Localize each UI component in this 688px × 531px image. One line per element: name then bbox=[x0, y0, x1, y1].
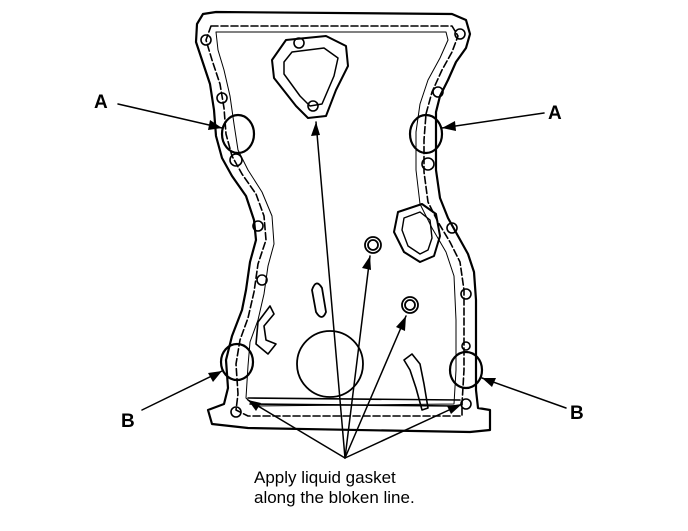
callout-label-b-left: B bbox=[121, 411, 135, 432]
gasket-groove-line bbox=[205, 25, 465, 417]
o-rings bbox=[364, 236, 419, 314]
upper-port-bolt bbox=[307, 100, 319, 112]
crank-seal-bore bbox=[296, 330, 364, 398]
bottom-flange bbox=[247, 397, 461, 407]
leader-arrows bbox=[117, 103, 567, 459]
caption-line-1: Apply liquid gasket bbox=[254, 468, 396, 487]
right-rib bbox=[403, 353, 429, 411]
callout-label-a-left: A bbox=[94, 92, 108, 113]
highlight-circles bbox=[219, 113, 484, 390]
callout-label-b-right: B bbox=[570, 403, 584, 424]
callout-label-a-right: A bbox=[548, 103, 562, 124]
bolt-holes bbox=[200, 28, 472, 418]
upper-port-boss bbox=[271, 35, 349, 119]
right-oval-port bbox=[393, 203, 441, 263]
arrow-heads bbox=[208, 120, 496, 414]
oil-slot bbox=[311, 282, 327, 318]
caption-line-2: along the bloken line. bbox=[254, 488, 415, 507]
upper-port-bolt bbox=[293, 37, 305, 49]
upper-port-inner bbox=[283, 47, 339, 107]
right-oval-port-inner bbox=[401, 211, 433, 255]
instruction-caption: Apply liquid gasket along the bloken lin… bbox=[254, 468, 415, 508]
left-hook-rib bbox=[255, 305, 277, 355]
